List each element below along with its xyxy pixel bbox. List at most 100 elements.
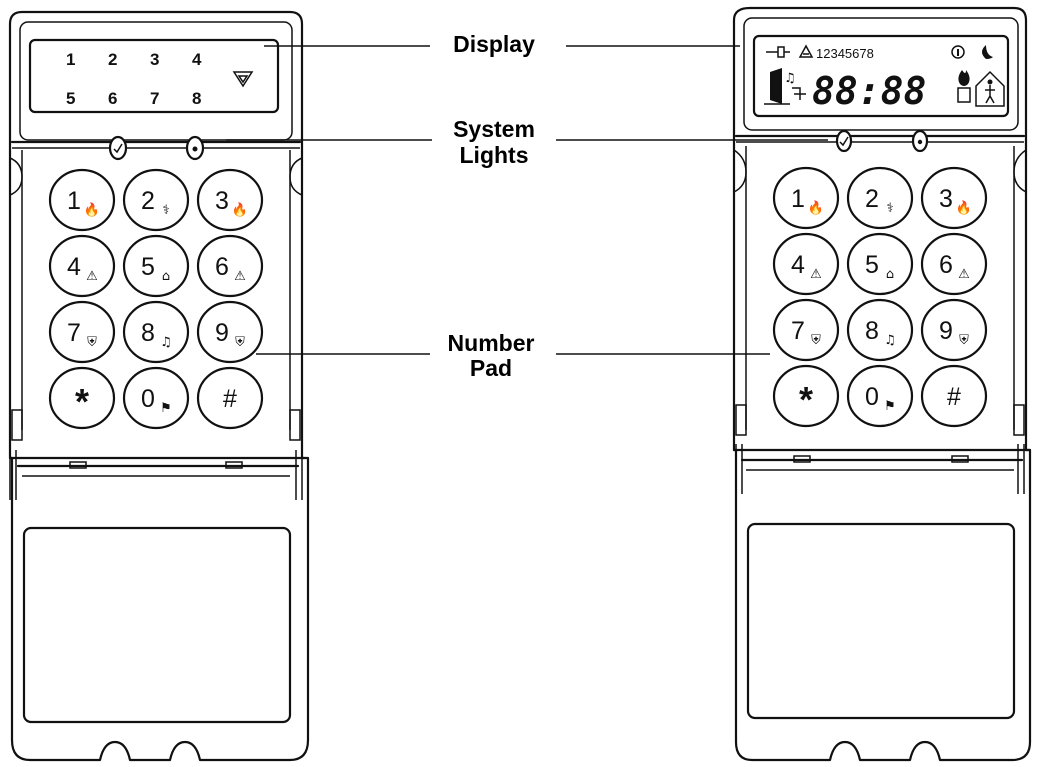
led-key-8[interactable]: 8♫ [122,300,190,364]
medical-icon: ⚕ [162,203,169,218]
system-lights-label-line2: Lights [460,142,529,168]
home-icon: ⌂ [886,267,894,282]
lcd-key-3[interactable]: 3🔥 [920,166,988,230]
key-label: 4 [67,253,81,281]
led-key-3[interactable]: 3🔥 [196,168,264,232]
fire-icon: 🔥 [84,202,100,218]
key-label: 6 [939,251,953,279]
lcd-key-star[interactable]: * [772,364,840,428]
led-key-7[interactable]: 7⛨ [48,300,116,364]
lcd-key-5[interactable]: 5⌂ [846,232,914,296]
key-label: 3 [215,187,229,215]
system-lights-label-line1: System [453,116,535,142]
info-icon [951,45,965,59]
lcd-key-hash[interactable]: # [920,364,988,428]
door-label-area [22,526,292,724]
lcd-number-pad: 1🔥2⚕3🔥4⚠5⌂6⚠7⛨8♫9⛨*0⚑# [772,166,988,428]
number-pad-label-line2: Pad [470,355,512,381]
key-label: 1 [791,185,805,213]
key-label: 3 [939,185,953,213]
bypass-icon [792,87,806,100]
warning-icon: ⚠ [958,267,970,282]
key-label: 8 [141,319,155,347]
led-key-hash[interactable]: # [196,366,264,430]
led-zone-numbers: 1 2 3 4 5 6 7 8 [66,50,202,108]
key-label: 9 [939,317,953,345]
zone-led-8: 8 [192,89,201,108]
key-label: * [799,379,813,420]
key-label: * [75,381,89,422]
key-label: 0 [141,385,155,413]
key-label: 5 [865,251,879,279]
zone-led-2: 2 [108,50,117,69]
led-key-4[interactable]: 4⚠ [48,234,116,298]
trouble-triangle-icon [232,71,254,88]
zone-led-3: 3 [150,50,159,69]
chime-icon: ♫ [160,335,172,350]
fire-lcd-icon [958,70,970,86]
led-key-2[interactable]: 2⚕ [122,168,190,232]
chime-icon: ♫ [884,333,896,348]
key-label: 8 [865,317,879,345]
shield-icon: ⛨ [87,335,97,350]
fire-icon: 🔥 [808,200,824,216]
door-icon [770,68,782,104]
led-key-5[interactable]: 5⌂ [122,234,190,298]
ready-light [108,135,128,161]
warning-icon: ⚠ [86,269,98,284]
stay-away-icon [975,70,1005,107]
warning-icon: ⚠ [234,269,246,284]
lcd-zone-numbers: 12345678 [816,46,874,61]
chime-lcd-icon: ♫ [784,71,796,86]
lcd-key-8[interactable]: 8♫ [846,298,914,362]
led-key-star[interactable]: * [48,366,116,430]
led-number-pad: 1🔥2⚕3🔥4⚠5⌂6⚠7⛨8♫9⛨*0⚑# [48,168,264,430]
key-label: 9 [215,319,229,347]
led-key-1[interactable]: 1🔥 [48,168,116,232]
fire-icon: 🔥 [956,200,972,216]
key-label: 7 [791,317,805,345]
display-label: Display [453,31,535,57]
lcd-clock: 88:88 [812,69,926,113]
home-icon: ⌂ [162,269,170,284]
flag-icon: ⚑ [884,399,896,414]
zone-led-5: 5 [66,89,75,108]
lcd-ready-light [835,129,853,153]
led-key-0[interactable]: 0⚑ [122,366,190,430]
callouts: Display System Lights Number Pad [226,31,828,381]
warning-icon: ⚠ [810,267,822,282]
key-label: 1 [67,187,81,215]
key-label: 4 [791,251,805,279]
lcd-key-9[interactable]: 9⛨ [920,298,988,362]
lcd-key-2[interactable]: 2⚕ [846,166,914,230]
key-label: 5 [141,253,155,281]
lcd-key-0[interactable]: 0⚑ [846,364,914,428]
zone-led-6: 6 [108,89,117,108]
zone-led-4: 4 [192,50,202,69]
zone-led-7: 7 [150,89,159,108]
medical-icon: ⚕ [886,201,893,216]
key-label: 2 [141,187,155,215]
lcd-display-window [752,34,1010,118]
lcd-key-7[interactable]: 7⛨ [772,298,840,362]
led-display-window [28,38,280,114]
lcd-key-6[interactable]: 6⚠ [920,232,988,296]
ac-power-icon [766,46,790,58]
key-label: # [223,385,237,413]
led-key-9[interactable]: 9⛨ [196,300,264,364]
key-label: 2 [865,185,879,213]
key-label: 6 [215,253,229,281]
trouble-icon [798,44,814,58]
lcd-door-label-area [746,522,1016,720]
key-label: # [947,383,961,411]
shield-icon: ⛨ [811,333,821,348]
shield-icon: ⛨ [959,333,969,348]
lcd-key-4[interactable]: 4⚠ [772,232,840,296]
night-icon [982,45,993,59]
key-label: 0 [865,383,879,411]
shield-icon: ⛨ [235,335,245,350]
number-pad-label-line1: Number [448,330,535,356]
led-key-6[interactable]: 6⚠ [196,234,264,298]
lcd-key-1[interactable]: 1🔥 [772,166,840,230]
